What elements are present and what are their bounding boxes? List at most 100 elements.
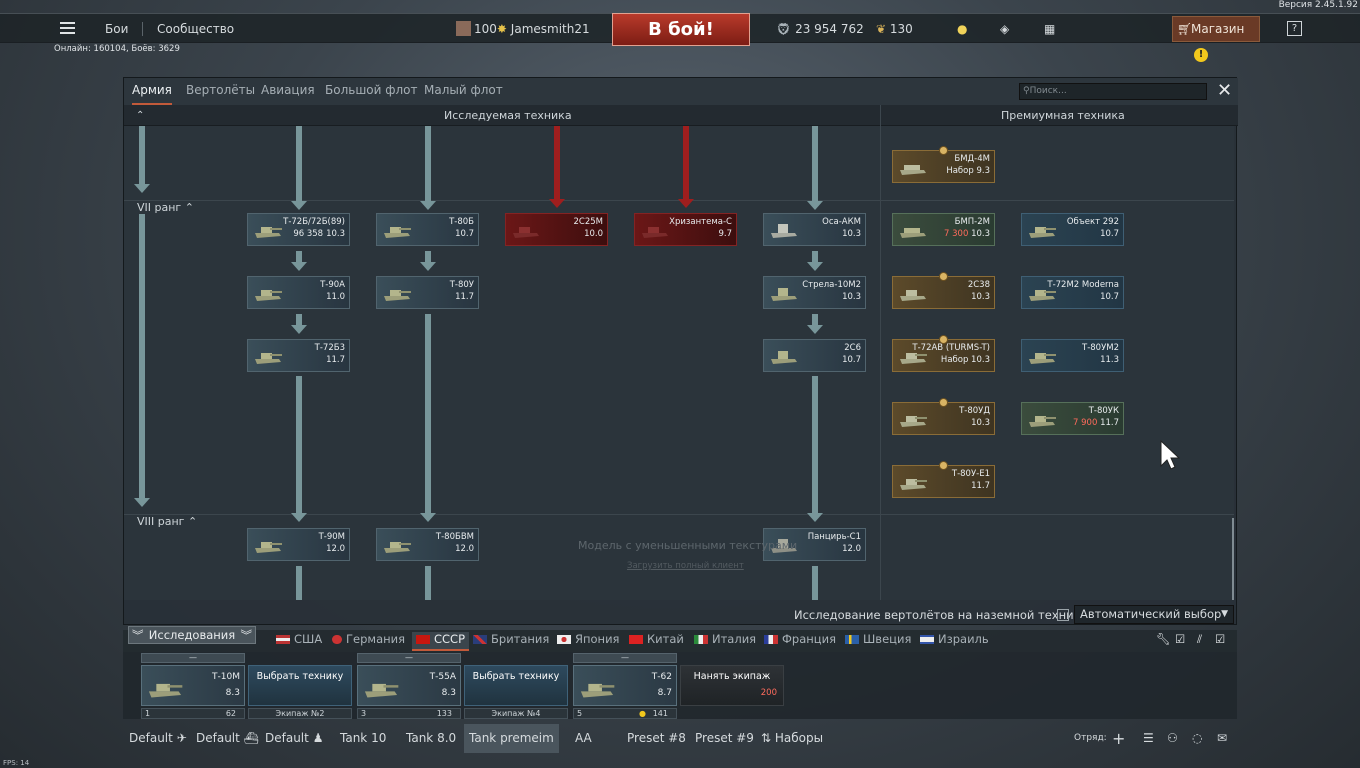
download-full-client-link[interactable]: Загрузить полный клиент [627,561,744,571]
vehicle-card-2s6[interactable]: 2С6 10.7 [763,339,866,372]
community-menu[interactable]: Сообщество [157,22,235,36]
tab-aviation[interactable]: Авиация [261,83,315,97]
vehicle-card-t80b[interactable]: Т-80Б 10.7 [376,213,479,246]
collapse-up-icon[interactable]: ⌃ [136,110,145,121]
hire-crew-label: Нанять экипаж [693,671,771,682]
vehicle-card-strela[interactable]: Стрела-10М2 10.3 [763,276,866,309]
slot-vehicle-card[interactable]: Т-10М 8.3 [141,665,245,706]
heli-research-checkbox[interactable] [1057,609,1069,621]
vehicle-card-t72b3[interactable]: Т-72Б3 11.7 [247,339,350,372]
chat-icon[interactable]: ◌ [1192,731,1203,745]
vehicle-card-bmd4m[interactable]: БМД-4М Набор 9.3 [892,146,995,183]
rank-vii-label[interactable]: VII ранг ⌃ [137,201,194,214]
tree-scrollbar[interactable] [1232,518,1234,600]
tank-icon [900,416,927,427]
nation-usa[interactable]: США [276,632,322,646]
preset-default-ground[interactable]: Default ♟ [265,731,324,745]
golden-eagles[interactable]: ❦ 130 [876,14,913,44]
vehicle-card-2s38[interactable]: 2С38 10.3 [892,272,995,309]
preset-aa[interactable]: AA [575,731,592,745]
repair-all-icon[interactable]: 🔧︎ [1156,632,1171,646]
spaa-icon [771,351,797,364]
vehicle-card-t80ud[interactable]: Т-80УД 10.3 [892,398,995,435]
presets-sets[interactable]: ⇅ Наборы [761,731,824,745]
crew-slot-6[interactable]: Нанять экипаж 200 [680,652,784,720]
soldier-icon: ♟ [312,731,324,745]
vehicle-card-pantsir[interactable]: Панцирь-С1 12.0 [763,528,866,561]
select-vehicle-label: Выбрать технику [256,671,344,682]
tab-coastal-fleet[interactable]: Малый флот [424,83,503,97]
preset-default-ship[interactable]: Default ⛴ [196,731,259,745]
rank-viii-label[interactable]: VIII ранг ⌃ [137,515,198,528]
crew-portrait[interactable]: Выбрать технику [464,665,568,706]
nation-germany[interactable]: Германия [332,632,405,646]
hire-crew-portrait[interactable]: Нанять экипаж 200 [680,665,784,706]
tab-army[interactable]: Армия [132,78,172,105]
ticket-icon[interactable]: ▦ [1044,22,1056,36]
nation-china[interactable]: Китай [629,632,684,646]
vehicle-card-bmp2m[interactable]: БМП-2М 7 300 10.3 [892,213,995,246]
list-icon[interactable]: ☰ [1143,731,1154,745]
vehicle-card-t80u[interactable]: Т-80У 11.7 [376,276,479,309]
close-button[interactable]: ✕ [1217,80,1233,101]
vehicle-br: 11.0 [326,292,345,302]
nation-france[interactable]: Франция [764,632,836,646]
premium-marker-icon [939,398,948,407]
nation-italy[interactable]: Италия [694,632,756,646]
battles-menu[interactable]: Бои [105,22,129,36]
vehicle-card-khrizantema[interactable]: Хризантема-С 9.7 [634,213,737,246]
vehicle-card-2s25m[interactable]: 2С25М 10.0 [505,213,608,246]
vehicle-card-osa[interactable]: Оса-АКМ 10.3 [763,213,866,246]
vehicle-card-object292[interactable]: Объект 292 10.7 [1021,213,1124,246]
diamond-icon[interactable]: ◈ [1000,22,1010,36]
eagle-icon: ❦ [876,22,887,36]
nation-sweden[interactable]: Швеция [845,632,911,646]
crew-slot-5[interactable]: — Т-62 8.7 5●141 [573,652,677,720]
preset-9[interactable]: Preset #9 [695,731,754,745]
nation-japan[interactable]: Япония [557,632,619,646]
lightbulb-icon[interactable]: ● [957,22,968,36]
preset-tank8[interactable]: Tank 8.0 [406,731,457,745]
add-squad-icon[interactable]: + [1112,729,1126,748]
preset-8[interactable]: Preset #8 [627,731,686,745]
nation-ussr[interactable]: СССР [412,632,470,651]
vehicle-card-t90a[interactable]: Т-90А 11.0 [247,276,350,309]
checkmark-icon[interactable]: ☑ [1175,632,1186,646]
checkmark-icon[interactable]: ☑ [1215,632,1226,646]
auto-select-dropdown[interactable]: Автоматический выбор▼ [1074,605,1234,624]
crew-slot-2[interactable]: Выбрать технику Экипаж №2 [248,652,352,720]
vehicle-card-t80um2[interactable]: Т-80УМ2 11.3 [1021,339,1124,372]
tank-icon [364,683,399,698]
vehicle-card-t90m[interactable]: Т-90М 12.0 [247,528,350,561]
ammo-icon[interactable]: ⫽ [1197,632,1203,646]
friends-icon[interactable]: ⚇ [1167,731,1178,745]
preset-default-aircraft[interactable]: Default ✈ [129,731,187,745]
mail-icon[interactable]: ✉ [1217,731,1228,745]
slot-vehicle-card[interactable]: Т-62 8.7 [573,665,677,706]
vehicle-card-t72m2[interactable]: Т-72М2 Moderna 10.7 [1021,276,1124,309]
nation-britain[interactable]: Британия [473,632,549,646]
vehicle-card-t80ue1[interactable]: Т-80У-Е1 11.7 [892,461,995,498]
crew-portrait[interactable]: Выбрать технику [248,665,352,706]
tab-bluewater-fleet[interactable]: Большой флот [325,83,418,97]
preset-tank-premium[interactable]: Tank premeim [464,724,559,753]
silver-lions[interactable]: 🦁︎ 23 954 762 [776,14,864,44]
tab-helicopters[interactable]: Вертолёты [186,83,256,97]
search-input[interactable]: ⚲Поиск... [1019,83,1207,100]
research-tab[interactable]: ︾Исследования︾ [128,626,256,644]
shop-button[interactable]: 🛒︎Магазин! [1172,16,1260,62]
crew-slot-4[interactable]: Выбрать технику Экипаж №4 [464,652,568,720]
menu-icon[interactable] [60,14,78,44]
vehicle-card-t72av[interactable]: Т-72АВ (TURMS-T) Набор 10.3 [892,335,995,372]
help-button[interactable]: ? [1287,21,1302,36]
to-battle-button[interactable]: В бой! [612,13,750,46]
player-profile[interactable]: 100✸ Jamesmith21 [456,14,590,44]
preset-tank10[interactable]: Tank 10 [340,731,387,745]
vehicle-card-t80bvm[interactable]: Т-80БВМ 12.0 [376,528,479,561]
slot-vehicle-card[interactable]: Т-55А 8.3 [357,665,461,706]
nation-israel[interactable]: Израиль [920,632,989,646]
vehicle-card-t80uk[interactable]: Т-80УК 7 900 11.7 [1021,402,1124,435]
